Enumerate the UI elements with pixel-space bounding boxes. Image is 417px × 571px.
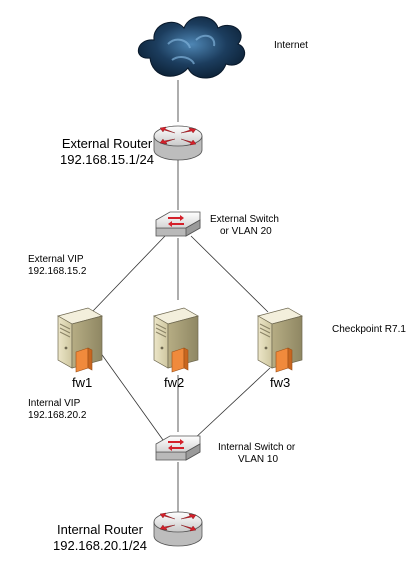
external-switch-label: External Switch or VLAN 20	[210, 214, 279, 238]
link-fw3-int-switch	[192, 367, 271, 441]
fw2-server-icon	[153, 307, 199, 373]
internal-vip-ip: 192.168.20.2	[28, 410, 87, 421]
external-switch-icon	[155, 211, 201, 237]
connection-lines	[91, 80, 271, 512]
internal-switch-line1: Internal Switch or	[218, 442, 296, 453]
external-router-name: External Router	[61, 136, 153, 151]
external-vip-ip: 192.168.15.2	[28, 266, 87, 277]
checkpoint-label: Checkpoint R7.1	[332, 324, 406, 335]
cloud-icon	[138, 16, 246, 79]
internal-router-name: Internal Router	[57, 522, 143, 537]
external-vip-label: External VIP 192.168.15.2	[28, 254, 86, 278]
fw2-label: fw2	[164, 375, 185, 390]
internal-vip-label: Internal VIP 192.168.20.2	[28, 398, 86, 422]
fw1-server-icon	[57, 307, 103, 373]
external-switch-line1: External Switch	[210, 214, 279, 225]
link-ext-switch-fw1	[91, 235, 166, 313]
internal-vip-line1: Internal VIP	[28, 398, 81, 409]
internet-label: Internet	[274, 40, 308, 51]
fw1-label: fw1	[72, 375, 93, 390]
fw3-label: fw3	[270, 375, 291, 390]
internal-switch-label: Internal Switch or VLAN 10	[218, 442, 295, 466]
external-router-label: External Router 192.168.15.1/24	[44, 136, 170, 167]
external-switch-line2: or VLAN 20	[220, 226, 272, 237]
external-vip-line1: External VIP	[28, 254, 84, 265]
fw3-server-icon	[257, 307, 303, 373]
link-ext-switch-fw3	[190, 235, 269, 313]
internal-switch-line2: VLAN 10	[238, 454, 279, 465]
internal-router-label: Internal Router 192.168.20.1/24	[36, 522, 164, 553]
link-fw1-int-switch	[99, 351, 164, 441]
external-router-ip: 192.168.15.1/24	[60, 151, 154, 167]
internal-router-ip: 192.168.20.1/24	[53, 537, 147, 553]
